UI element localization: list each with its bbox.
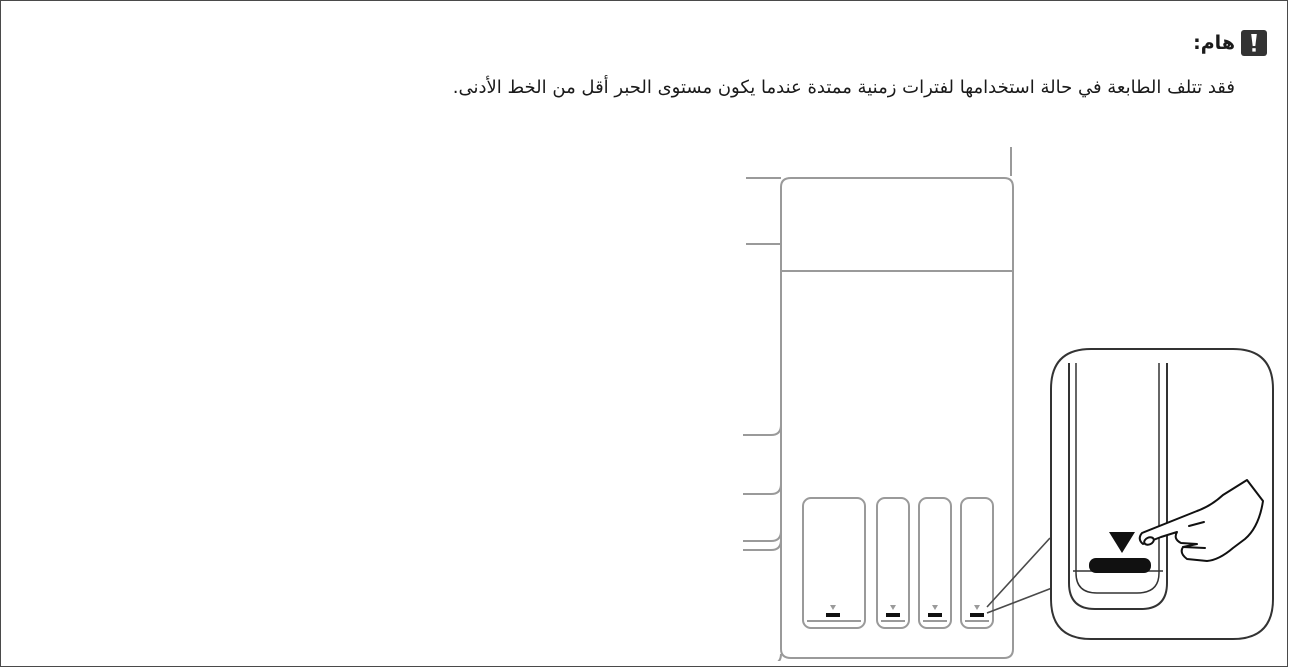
ink-tank-large-outline <box>802 497 866 629</box>
pointing-hand-icon <box>1138 479 1264 562</box>
ink-tank-small-3-outline <box>960 497 994 629</box>
exclamation-icon <box>1241 30 1267 56</box>
ink-tank-small-1-outline <box>876 497 910 629</box>
note-header: هام: <box>1193 23 1267 63</box>
note-message: فقد تتلف الطابعة في حالة استخدامها لفترا… <box>452 77 1235 98</box>
callout-line-top <box>986 537 1051 608</box>
note-title: هام: <box>1193 32 1235 54</box>
ink-tank-illustration <box>721 141 1281 665</box>
magnified-view <box>1050 348 1274 640</box>
tank-unit-outline <box>780 177 1014 659</box>
magnified-triangle-marker <box>1109 532 1135 553</box>
magnified-tank-outline <box>1068 363 1168 610</box>
ink-tank-drawing <box>743 147 1274 665</box>
ink-tank-small-2-outline <box>918 497 952 629</box>
magnified-lower-line <box>1089 558 1151 573</box>
lower-line-markers <box>826 605 984 617</box>
callout-line-bottom <box>986 587 1053 614</box>
